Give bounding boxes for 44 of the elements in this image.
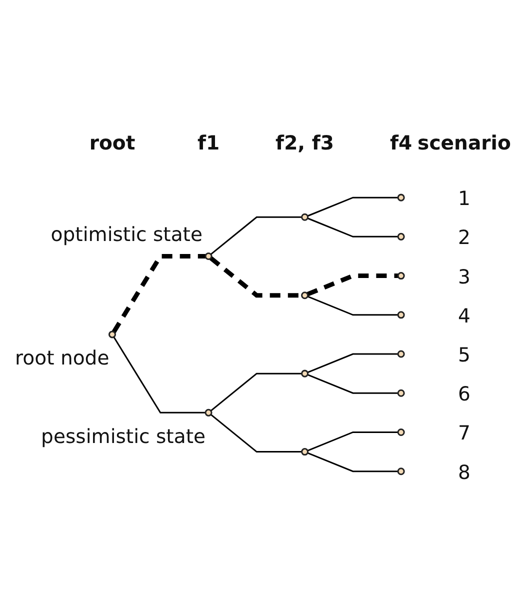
tree-node <box>397 272 405 280</box>
edge-line <box>210 216 302 256</box>
edge-line <box>113 336 206 414</box>
tree-node <box>204 252 212 260</box>
tree-node <box>397 428 405 436</box>
scenario-number: 2 <box>458 226 470 250</box>
edge-line <box>306 274 398 296</box>
tree-node <box>301 370 309 378</box>
scenario-number: 8 <box>458 460 470 484</box>
scenario-number: 3 <box>458 265 470 288</box>
edge-line <box>307 432 398 452</box>
edge-line <box>307 296 398 316</box>
tree-node <box>397 311 405 319</box>
tree-node <box>301 448 309 456</box>
column-header: scenario <box>418 132 511 155</box>
edge-line <box>210 414 302 453</box>
scenario-number: 1 <box>458 187 470 210</box>
tree-node <box>108 330 116 338</box>
edge-line <box>112 254 206 334</box>
tree-node <box>204 409 212 417</box>
state-label: root node <box>15 346 110 370</box>
edge-line <box>307 218 398 238</box>
tree-node <box>397 389 405 397</box>
state-label: optimistic state <box>50 223 203 246</box>
column-header: root <box>89 132 136 155</box>
edge-line <box>307 452 398 472</box>
scenario-number: 6 <box>458 382 470 406</box>
tree-node <box>397 468 405 476</box>
tree-node <box>397 194 405 202</box>
edge-line <box>307 196 398 217</box>
edge-line <box>307 353 398 374</box>
tree-node <box>397 233 405 241</box>
column-header: f4 <box>390 132 412 155</box>
column-header: f2, f3 <box>276 132 334 155</box>
tree-node <box>301 292 309 300</box>
tree-node <box>397 350 405 358</box>
tree-node <box>301 213 309 221</box>
state-label: pessimistic state <box>41 424 206 448</box>
edge-line <box>210 372 302 412</box>
column-header: f1 <box>197 132 220 155</box>
scenario-number: 7 <box>458 422 470 445</box>
scenario-number: 5 <box>458 344 470 367</box>
scenario-number: 4 <box>458 304 470 328</box>
edge-line <box>307 374 398 394</box>
